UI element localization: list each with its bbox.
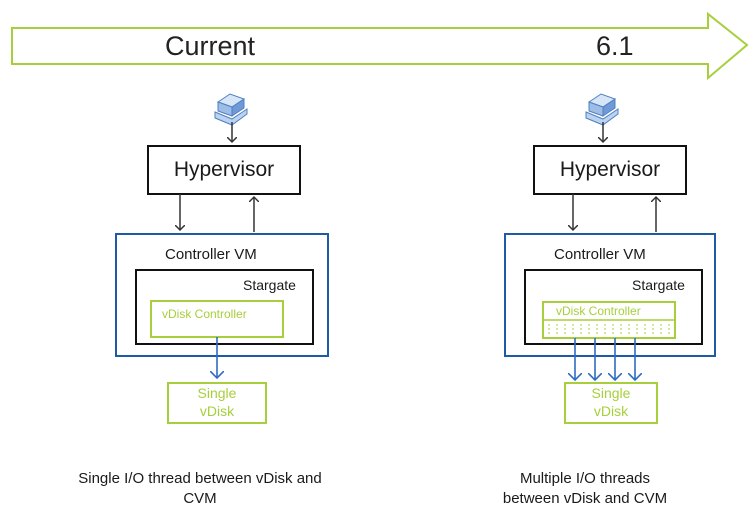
timeline-arrow [11,11,749,81]
left-caption-line2: CVM [183,490,217,507]
right-io-arrows [575,338,635,380]
left-vdisk-controller-label: vDisk Controller [162,307,247,321]
right-vdisk-line2: vDisk [593,403,629,419]
left-vdisk-box [167,382,267,424]
right-thread-ticks [548,324,670,334]
left-stargate-label: Stargate [243,277,296,293]
right-cvm-box [504,233,716,357]
right-vdisk-line1: Single [591,385,631,401]
left-vdisk-line1: Single [197,385,237,401]
left-caption-line1: Single I/O thread between vDisk and [78,470,322,487]
right-cvm-label: Controller VM [554,246,646,263]
right-stargate-label: Stargate [632,277,685,293]
right-stargate-box [524,269,703,345]
left-hypervisor-label: Hypervisor [173,158,275,181]
timeline-version-label: 6.1 [596,31,634,61]
left-hypervisor-box [147,145,301,195]
right-caption-line1: Multiple I/O threads [519,470,651,487]
left-vdisk-line2: vDisk [199,403,235,419]
right-caption-line2: between vDisk and CVM [502,490,668,507]
right-vdisk-box [564,382,658,424]
right-hypervisor-label: Hypervisor [559,158,661,181]
right-vdisk-controller-label: vDisk Controller [556,304,641,318]
left-cvm-label: Controller VM [165,246,257,263]
timeline-current-label: Current [165,31,256,61]
left-vm-icon [214,93,248,142]
left-stargate-box [135,269,314,345]
left-caption: Single I/O thread between vDisk and CVM [30,469,370,509]
left-cvm-box [115,233,329,357]
right-hypervisor-box [533,145,687,195]
right-caption: Multiple I/O threads between vDisk and C… [440,469,730,509]
right-vm-icon [585,93,619,142]
